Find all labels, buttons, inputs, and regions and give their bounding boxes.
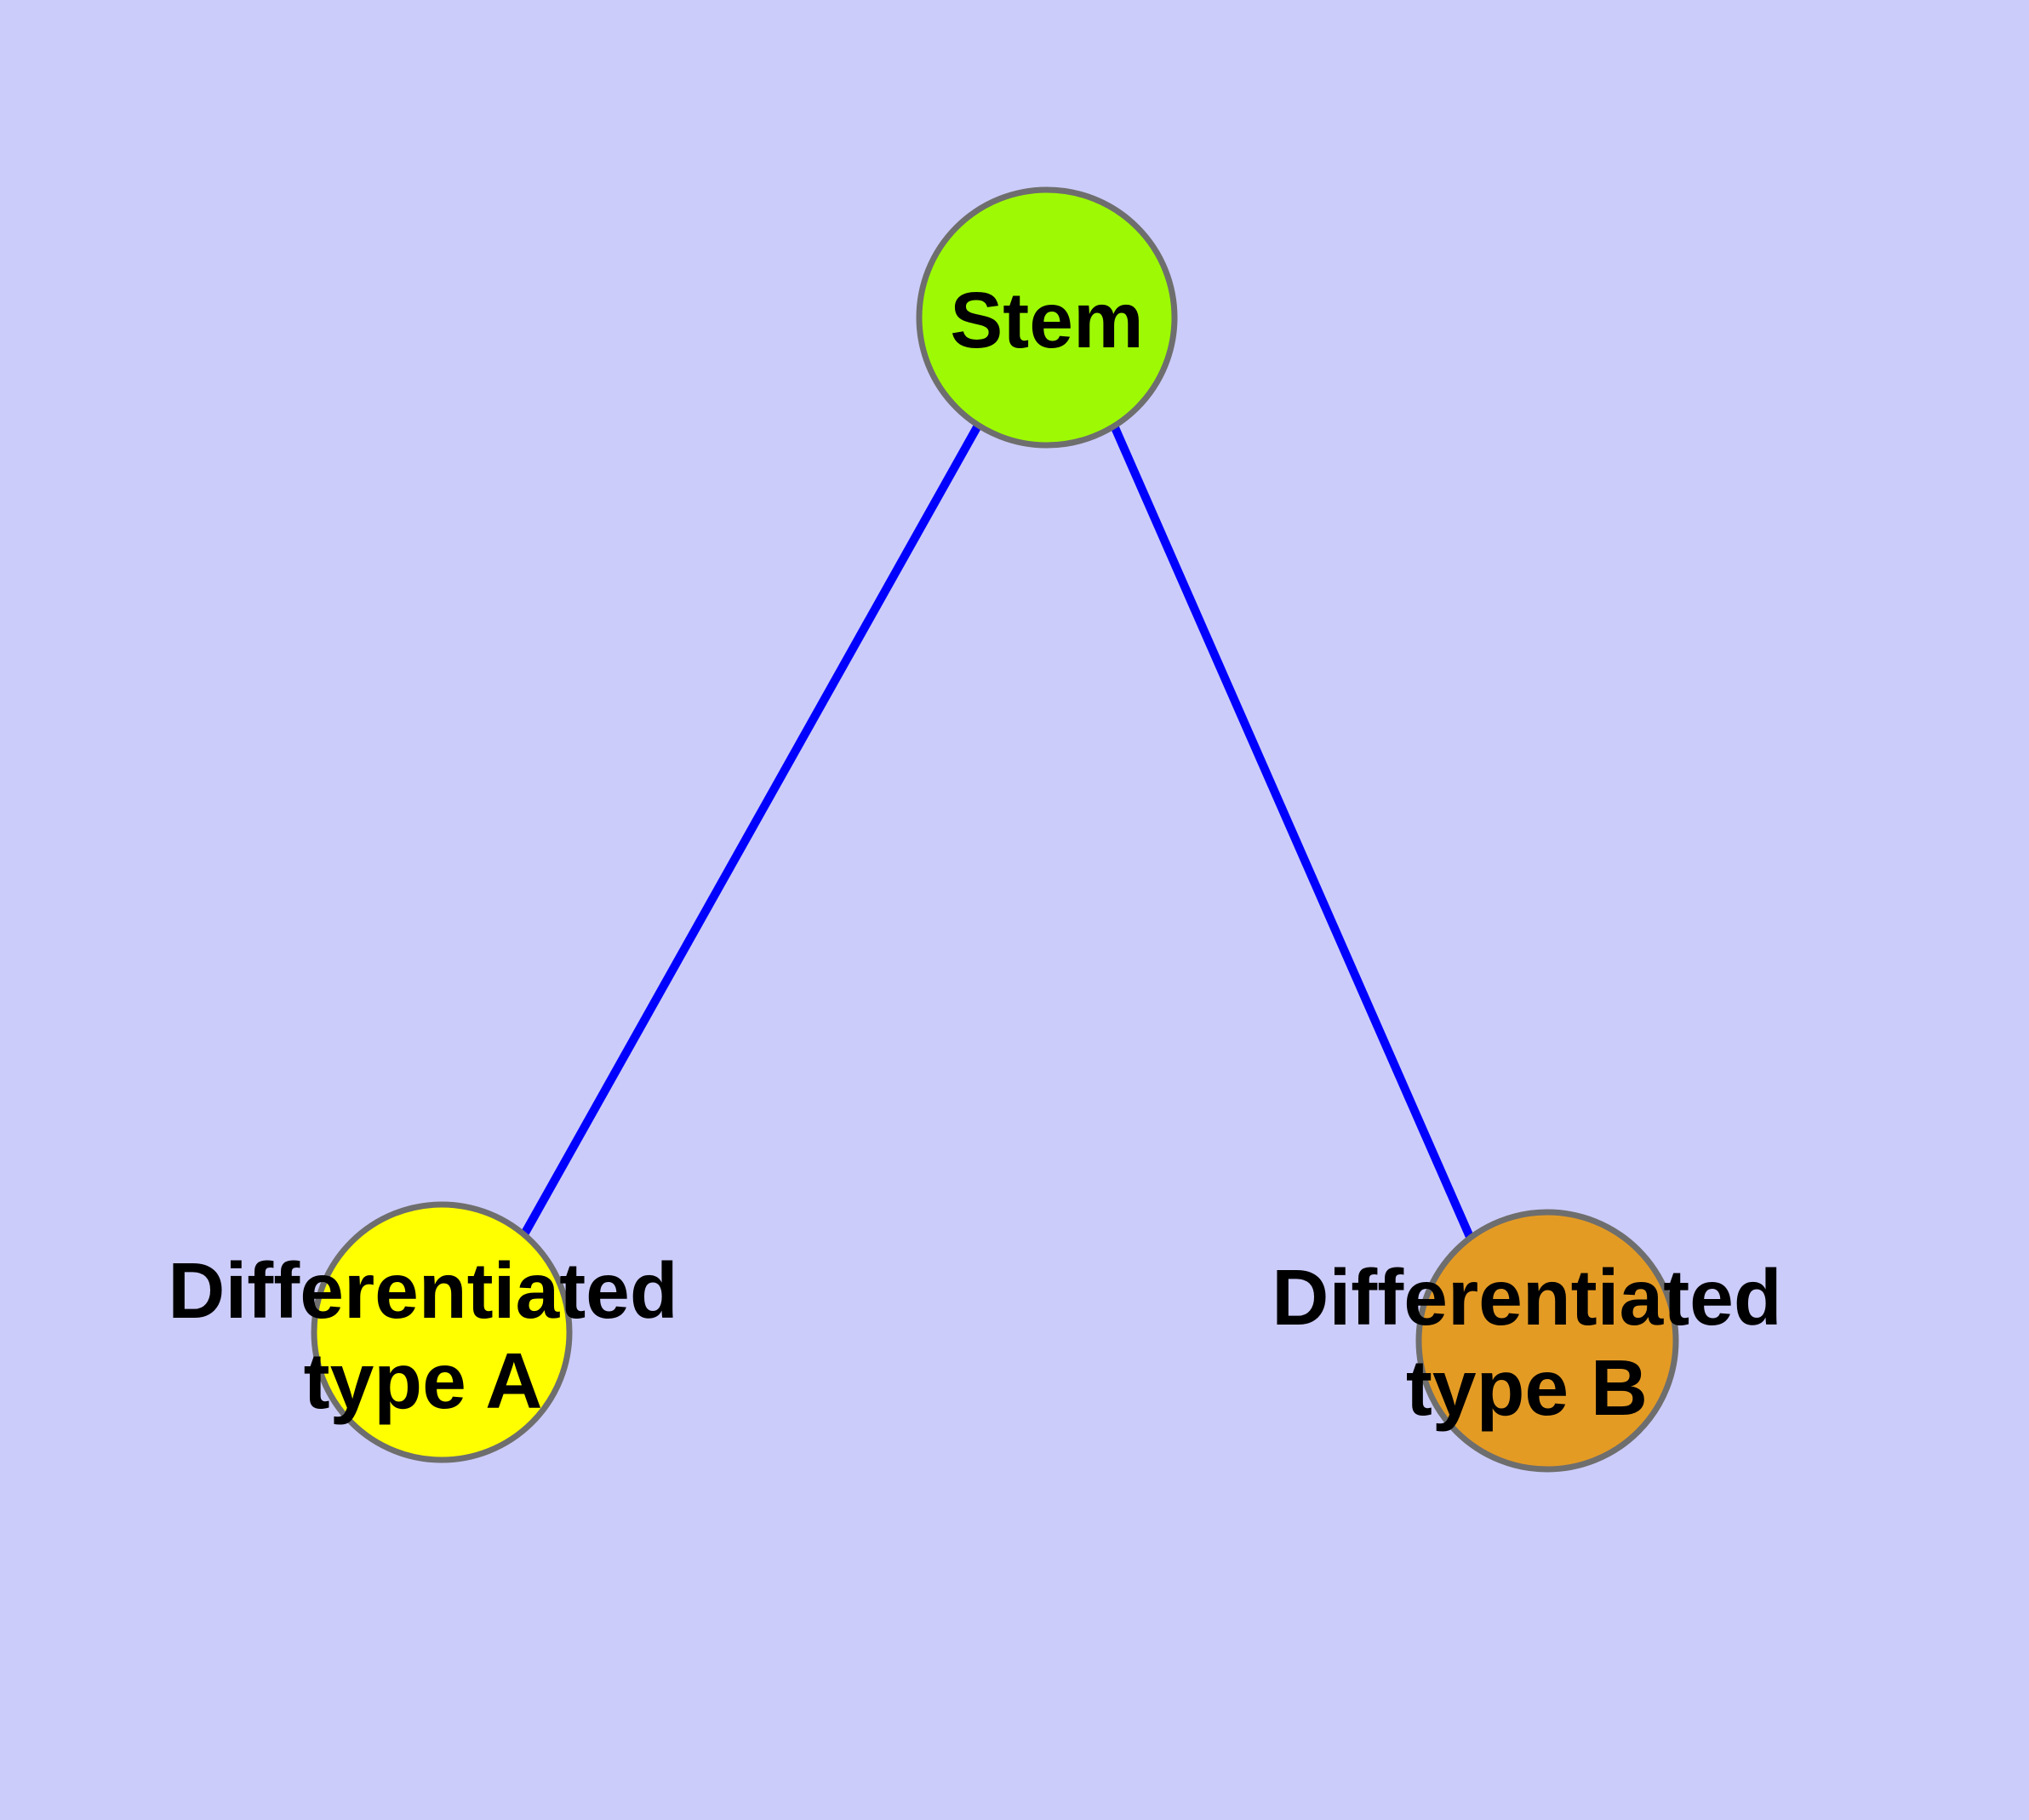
node-circle-stem[interactable] xyxy=(916,186,1178,449)
node-label-line: type A xyxy=(304,1336,543,1425)
node-label-line: type B xyxy=(1406,1343,1648,1432)
node-circle-diff-b[interactable] xyxy=(1415,1209,1679,1473)
node-stem[interactable]: Stem xyxy=(916,186,1178,449)
node-circle-diff-a[interactable] xyxy=(311,1201,573,1463)
node-label-line: Differentiated xyxy=(1272,1253,1781,1342)
edge-stem-to-diff-a[interactable] xyxy=(520,423,982,1237)
node-label-line: Differentiated xyxy=(168,1246,677,1335)
node-label-stem: Stem xyxy=(950,276,1143,364)
edge-stem-to-diff-b[interactable] xyxy=(1110,423,1474,1239)
node-label-line: Stem xyxy=(950,276,1143,364)
edges-layer xyxy=(520,423,1474,1239)
